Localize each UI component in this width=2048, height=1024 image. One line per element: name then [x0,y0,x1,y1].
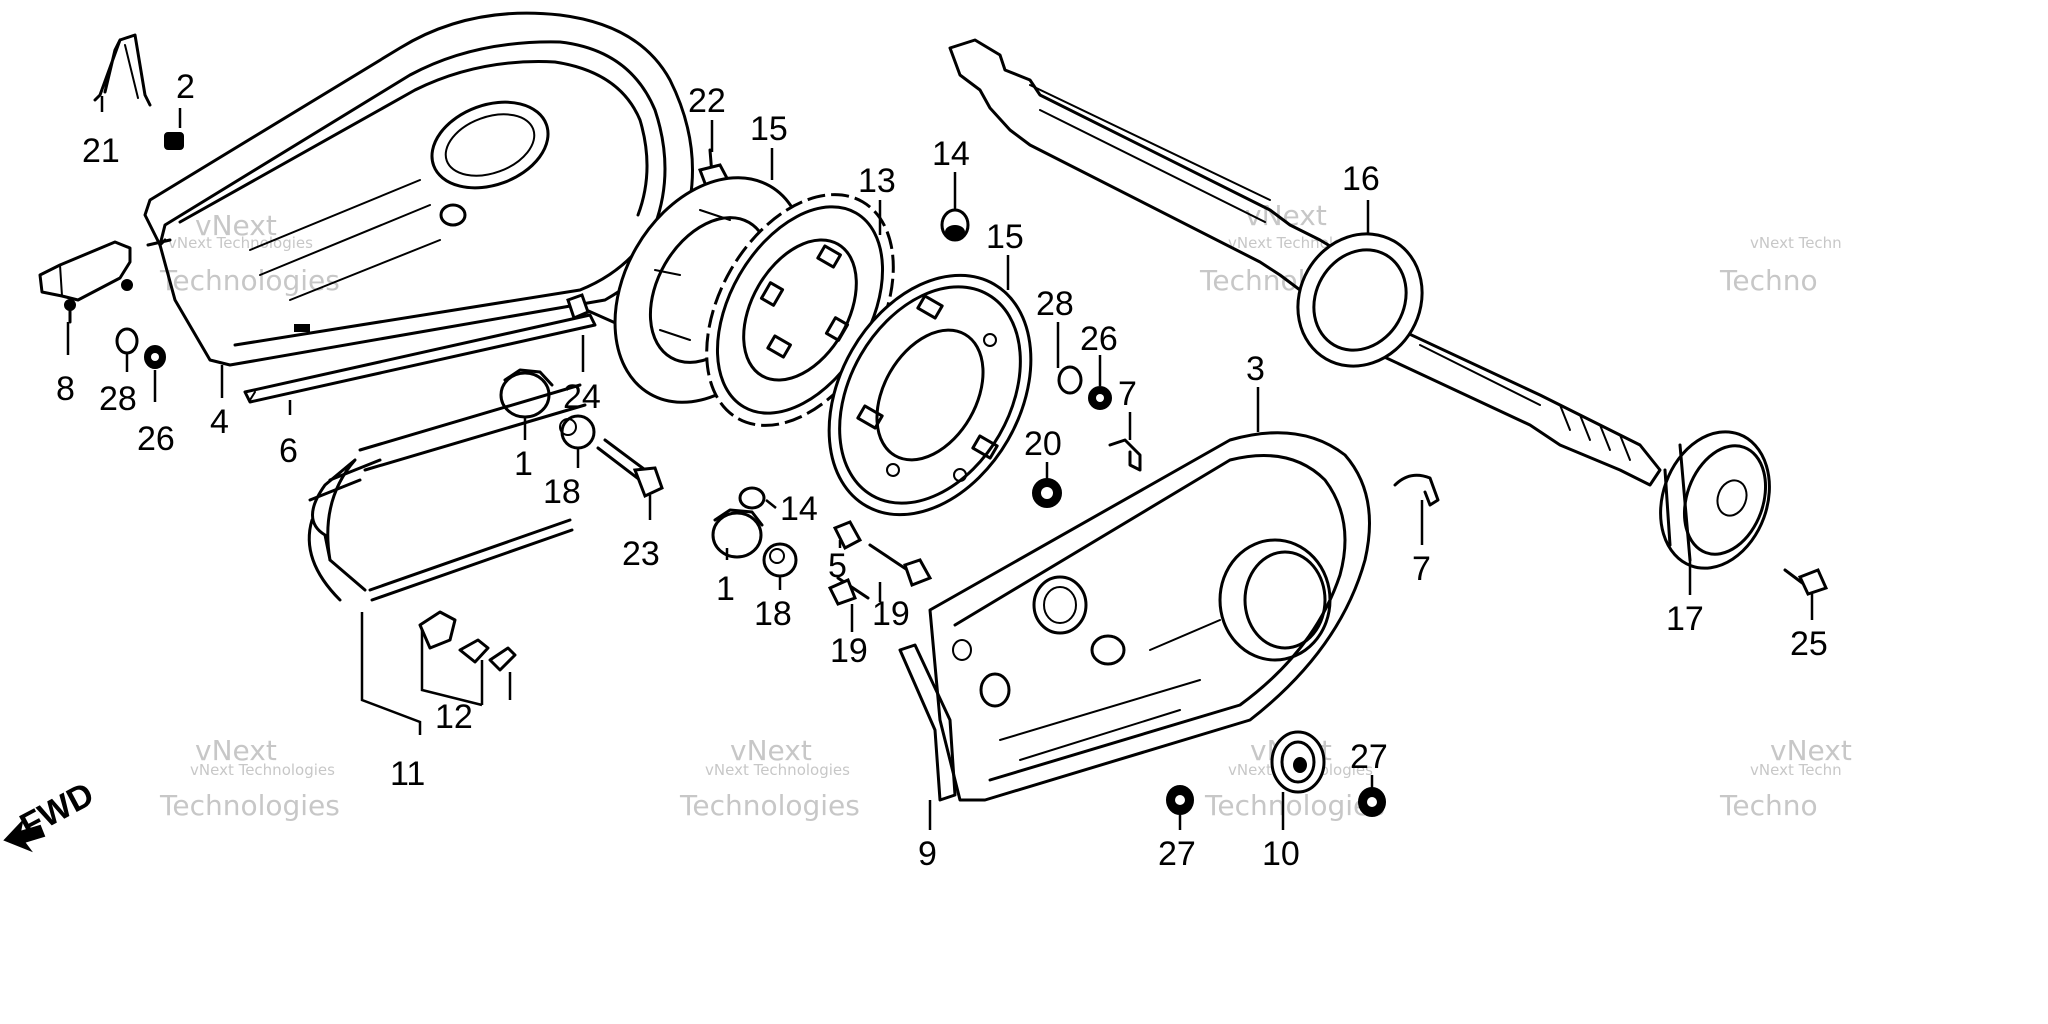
callout-21: 21 [82,132,120,170]
callout-13: 13 [858,162,896,200]
watermark-text-partial: vNext Techn [1750,234,1842,252]
watermark-text: vNext Technologies [705,761,850,779]
part-18-washer-lower [762,542,798,578]
part-27-nut-right [1358,787,1386,817]
callout-12: 12 [435,698,473,736]
watermark-vnext: vNext [195,734,277,767]
fwd-label: FWD [14,775,100,845]
callout-15: 15 [986,218,1024,256]
callout-4: 4 [210,403,229,441]
callout-27: 27 [1158,835,1196,873]
callout-1: 1 [716,570,735,608]
watermark-text: vNext Technologies [168,234,313,252]
part-21-clip [93,33,152,107]
watermark-technologies: Technologies [159,789,340,822]
part-27-nut-left [1166,785,1194,815]
watermark-vnext: vNext [195,209,277,242]
part-10-bushing [1270,730,1326,794]
callout-19: 19 [872,595,910,633]
watermark-text: vNext Technologies [190,761,335,779]
part-12-master-link [418,610,517,672]
part-6-strip [243,313,597,404]
part-24-bolt [566,293,622,327]
part-15-damper-plate [827,273,1033,517]
callout-5: 5 [828,547,847,585]
callout-28: 28 [1036,285,1074,323]
part-18-washer [559,414,596,450]
part-28-washer-right [1057,365,1083,395]
callout-2: 2 [176,68,195,106]
leader-lines [66,96,1814,830]
part-25-bolt [1783,568,1829,596]
callout-17: 17 [1666,600,1704,638]
callout-24: 24 [563,378,601,416]
part-26-nut [144,345,166,369]
watermark-text-partial: vNext Techn [1750,761,1842,779]
callout-14: 14 [932,135,970,173]
callout-10: 10 [1262,835,1300,873]
part-14-nut-lower [738,486,766,510]
part-7-clip-upper [1108,438,1142,472]
watermark-vnext: vNext [730,734,812,767]
callout-labels: 21 2 8 28 26 4 6 22 15 13 14 15 24 1 18 … [56,68,1828,873]
watermark-technologies-partial: Techno [1719,264,1818,297]
part-2-nut [164,132,184,150]
callout-15: 15 [750,110,788,148]
part-20-nut [1032,478,1062,508]
callout-6: 6 [279,432,298,470]
callout-26: 26 [1080,320,1118,358]
part-17-hub [1659,430,1771,570]
fwd-arrow-icon: FWD [3,775,100,853]
watermark-technologies: Technologies [159,264,340,297]
callout-26: 26 [137,420,175,458]
part-23-bolt [596,438,664,499]
callout-18: 18 [754,595,792,633]
part-11-drive-chain [307,383,587,602]
part-3-chain-case-outer [928,431,1371,802]
watermark-vnext: vNext [1770,734,1852,767]
part-5-spacer [832,520,863,551]
callout-19: 19 [830,632,868,670]
callout-22: 22 [688,82,726,120]
callout-9: 9 [918,835,937,873]
watermark-technologies: Technologies [679,789,860,822]
callout-27: 27 [1350,738,1388,776]
part-19-bolt-upper [868,543,933,587]
part-9-strip [898,643,957,802]
watermark-technologies-partial: Techno [1719,789,1818,822]
callout-7: 7 [1412,550,1431,588]
part-7-clip-lower [1393,473,1440,507]
part-19-bolt-lower [827,576,870,606]
part-26-nut-right [1088,386,1112,410]
callout-20: 20 [1024,425,1062,463]
callout-28: 28 [99,380,137,418]
callout-8: 8 [56,370,75,408]
part-16-axle [948,38,1662,487]
callout-23: 23 [622,535,660,573]
part-28-washer [115,327,139,355]
watermark-technologies: Technologies [1204,789,1385,822]
callout-14: 14 [780,490,818,528]
callout-25: 25 [1790,625,1828,663]
callout-7: 7 [1118,375,1137,413]
callout-18: 18 [543,473,581,511]
callout-3: 3 [1246,350,1265,388]
callout-16: 16 [1342,160,1380,198]
part-14-nut-upper [940,208,970,242]
part-8-bracket [38,240,133,324]
callout-11: 11 [390,755,425,793]
part-1-collar-lower [711,508,764,559]
callout-1: 1 [514,445,533,483]
part-1-collar [499,368,554,419]
part-4-chain-case-inner [143,11,694,367]
